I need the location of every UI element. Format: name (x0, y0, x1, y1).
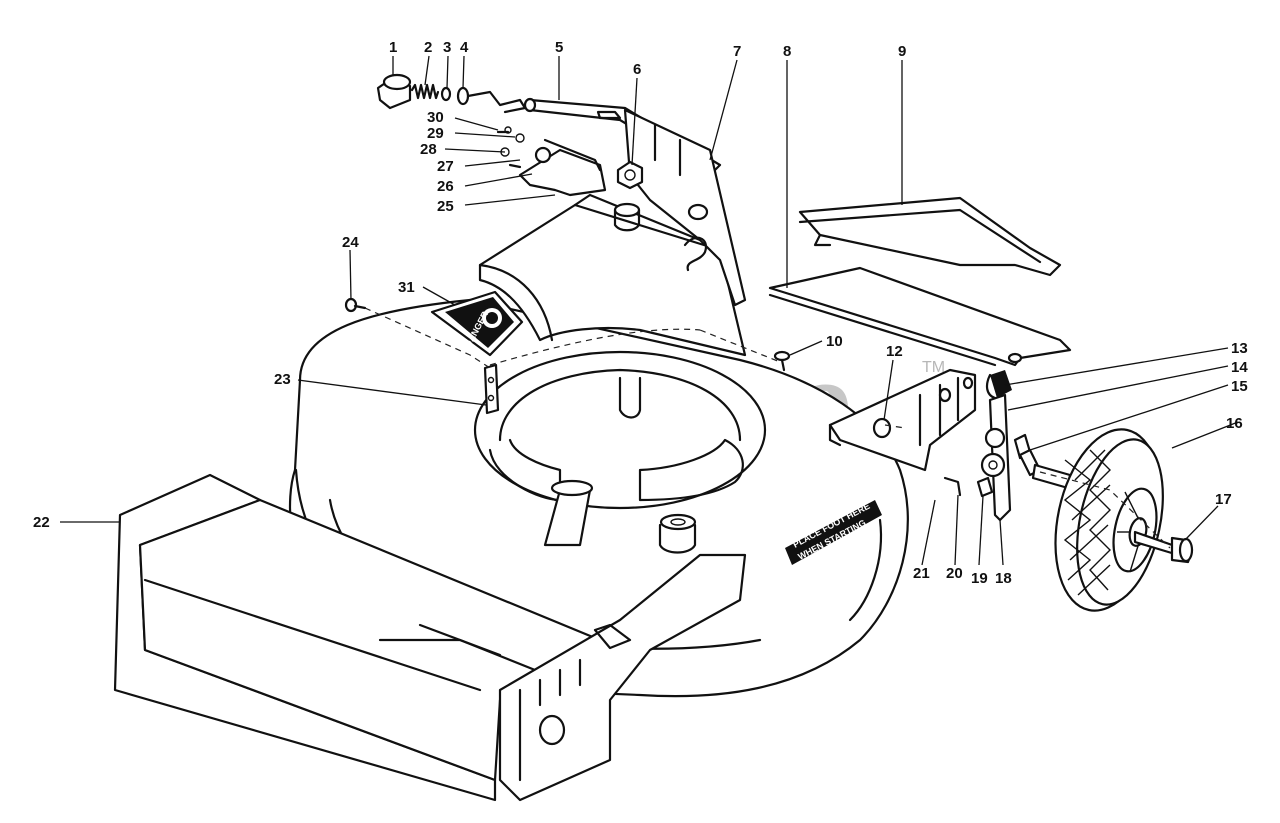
callout-30: 30 (427, 109, 444, 126)
callout-2: 2 (424, 39, 432, 56)
callout-21: 21 (913, 565, 930, 582)
callout-leaders (60, 55, 1239, 566)
callout-29: 29 (427, 125, 444, 142)
callout-26: 26 (437, 178, 454, 195)
axle-bolt-15 (1018, 448, 1072, 490)
callout-24: 24 (342, 234, 359, 251)
hinge-clip-23 (483, 363, 500, 415)
handle-bracket-assembly (496, 126, 607, 197)
danger-decal: DANGER (430, 290, 524, 357)
screw-10 (773, 350, 791, 372)
rear-wheel (1054, 428, 1164, 612)
callout-27: 27 (437, 158, 454, 175)
callout-16: 16 (1226, 415, 1243, 432)
callout-13: 13 (1231, 340, 1248, 357)
small-hardware (943, 433, 1032, 498)
callout-31: 31 (398, 279, 415, 296)
knob-spring-assembly (376, 73, 527, 114)
callout-3: 3 (443, 39, 451, 56)
callout-9: 9 (898, 43, 906, 60)
callout-1: 1 (389, 39, 397, 56)
callout-6: 6 (633, 61, 641, 78)
wheel-bolt-17 (1133, 530, 1194, 564)
rear-door (768, 266, 1072, 367)
handle-mount-plate (623, 108, 747, 307)
height-adjust-lever (980, 370, 1012, 522)
rear-axle-bracket (828, 368, 977, 472)
callout-22: 22 (33, 514, 50, 531)
callout-5: 5 (555, 39, 563, 56)
callout-28: 28 (420, 141, 437, 158)
watermark-trademark: TM (922, 359, 945, 376)
callout-14: 14 (1231, 359, 1248, 376)
screw-24 (344, 297, 367, 313)
front-right-bracket (498, 553, 747, 802)
callout-23: 23 (274, 371, 291, 388)
callout-4: 4 (460, 39, 469, 56)
callout-20: 20 (946, 565, 963, 582)
callout-7: 7 (733, 43, 741, 60)
callout-25: 25 (437, 198, 454, 215)
assembly-lines (364, 307, 1171, 549)
callout-10: 10 (826, 333, 843, 350)
callout-19: 19 (971, 570, 988, 587)
callout-15: 15 (1231, 378, 1248, 395)
chute-deflector (798, 196, 1062, 277)
callout-18: 18 (995, 570, 1012, 587)
callout-17: 17 (1215, 491, 1232, 508)
nut-6 (616, 160, 644, 190)
callout-8: 8 (783, 43, 791, 60)
callout-12: 12 (886, 343, 903, 360)
callout-labels: 1 2 3 4 5 6 7 8 9 10 12 13 14 15 16 17 1… (33, 39, 1248, 587)
